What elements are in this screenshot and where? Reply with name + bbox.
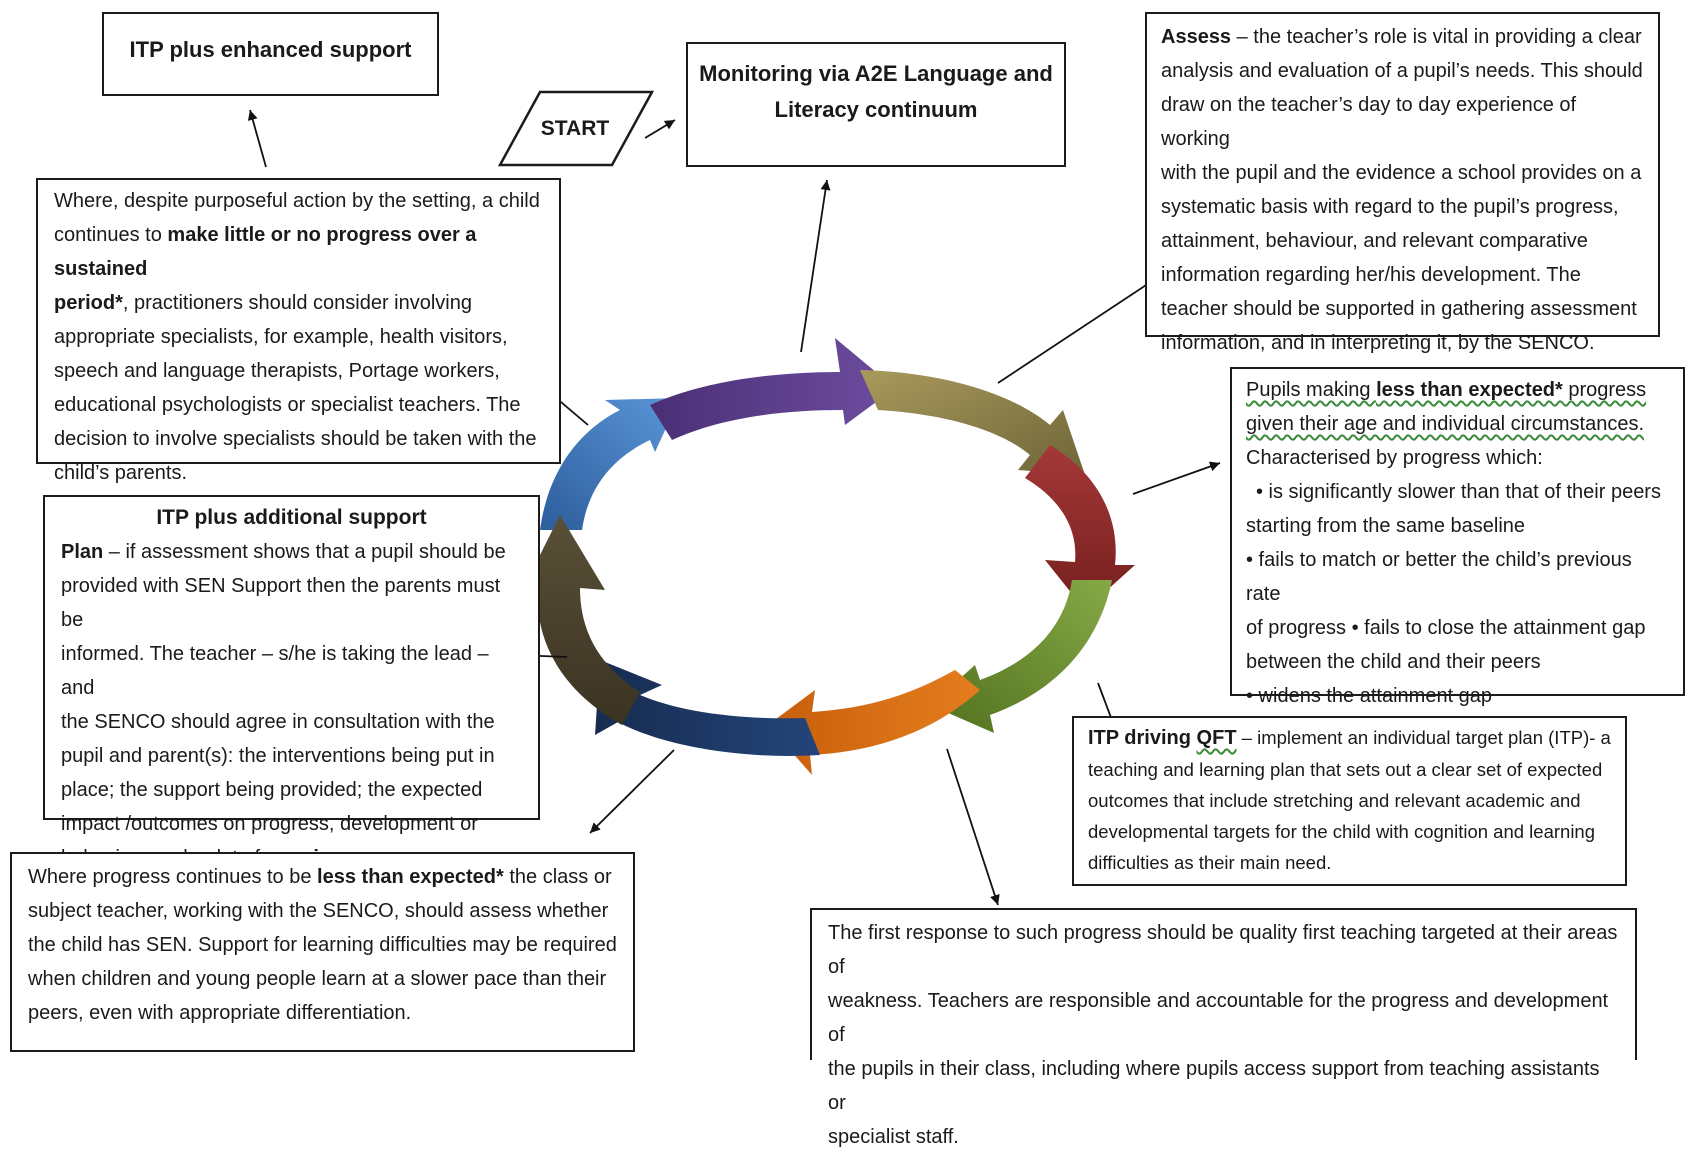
additional-line-2: provided with SEN Support then the paren… xyxy=(61,575,501,631)
itp-qft-line-5: difficulties as their main need. xyxy=(1088,852,1332,873)
arrow-to-pupils xyxy=(1132,461,1221,495)
specialists-line-7: decision to involve specialists should b… xyxy=(54,428,537,450)
assess-line-6: attainment, behaviour, and relevant comp… xyxy=(1161,230,1588,252)
pupils-box: Pupils making less than expected* progre… xyxy=(1230,367,1685,707)
cycle-arrow-purple xyxy=(650,338,895,440)
specialists-line-8: child’s parents. xyxy=(54,462,188,484)
pupils-line-5: starting from the same baseline xyxy=(1246,515,1526,537)
assess-line-1: Assess – the teacher’s role is vital in … xyxy=(1161,20,1644,54)
cycle-arrow-blue xyxy=(540,398,680,530)
first-response-line-1: The first response to such progress shou… xyxy=(828,922,1618,978)
assess-lead: Assess xyxy=(1161,26,1232,48)
plan-label: Plan xyxy=(61,541,104,563)
specialists-line-6: educational psychologists or specialist … xyxy=(54,394,521,416)
less-expected-line-2: subject teacher, working with the SENCO,… xyxy=(28,900,609,922)
arrow-to-monitoring xyxy=(800,179,831,353)
additional-line-3: informed. The teacher – s/he is taking t… xyxy=(61,643,489,699)
less-expected-line-5: peers, even with appropriate differentia… xyxy=(28,1002,412,1024)
pupils-line-3: Characterised by progress which: xyxy=(1246,447,1543,469)
assess-line-4: with the pupil and the evidence a school… xyxy=(1161,162,1642,184)
itp-qft-line-2: teaching and learning plan that sets out… xyxy=(1088,759,1603,780)
specialists-line-5: speech and language therapists, Portage … xyxy=(54,360,500,382)
specialists-line-4: appropriate specialists, for example, he… xyxy=(54,326,508,348)
less-expected-line-1a: Where progress continues to be xyxy=(28,866,318,888)
start-label: START xyxy=(540,117,610,140)
assess-box: Assess – the teacher’s role is vital in … xyxy=(1145,12,1660,354)
assess-line-5: systematic basis with regard to the pupi… xyxy=(1161,196,1619,218)
cycle-diagram xyxy=(247,90,1221,906)
specialists-line-2b: make little or no progress over a sustai… xyxy=(54,224,477,280)
assess-line-8: teacher should be supported in gathering… xyxy=(1161,298,1637,320)
specialists-line-3: period*, practitioners should consider i… xyxy=(54,286,543,320)
arrow-to-first-response xyxy=(946,748,1000,906)
additional-line-5: pupil and parent(s): the interventions b… xyxy=(61,745,495,767)
monitoring-title-line1: Monitoring via A2E Language and xyxy=(699,61,1053,86)
additional-support-box: ITP plus additional support Plan – if as… xyxy=(43,495,540,869)
assess-line-7: information regarding her/his developmen… xyxy=(1161,264,1581,286)
specialists-line-3a: period* xyxy=(54,292,123,314)
itp-driving-label: ITP driving xyxy=(1088,727,1197,749)
cycle-arrow-dark xyxy=(520,515,640,725)
cycle-arrow-green xyxy=(930,580,1112,733)
start-shape xyxy=(497,90,655,167)
pupils-line-4: • is significantly slower than that of t… xyxy=(1256,481,1661,503)
additional-line-7: impact /outcomes on progress, developmen… xyxy=(61,813,478,835)
pupils-line-1: Pupils making less than expected* progre… xyxy=(1246,373,1669,407)
specialists-line-1: Where, despite purposeful action by the … xyxy=(54,190,540,212)
first-response-line-2: weakness. Teachers are responsible and a… xyxy=(828,990,1609,1046)
arrow-to-enhanced xyxy=(247,109,267,168)
itp-qft-box: ITP driving QFT – implement an individua… xyxy=(1072,716,1627,886)
cycle-arrow-navy xyxy=(595,660,820,756)
specialists-line-2a: continues to xyxy=(54,224,168,246)
assess-line-1-text: – the teacher’s role is vital in providi… xyxy=(1231,26,1642,48)
specialists-line-2: continues to make little or no progress … xyxy=(54,218,543,286)
pupils-line-1a: Pupils making xyxy=(1246,379,1377,401)
additional-line-1-text: – if assessment shows that a pupil shoul… xyxy=(103,541,506,563)
additional-line-4: the SENCO should agree in consultation w… xyxy=(61,711,495,733)
itp-qft-line-4: developmental targets for the child with… xyxy=(1088,821,1596,842)
specialists-line-3b: , practitioners should consider involvin… xyxy=(122,292,472,314)
less-expected-line-1c: the class or xyxy=(503,866,612,888)
monitoring-title-line2: Literacy continuum xyxy=(774,97,978,122)
assess-line-2: analysis and evaluation of a pupil’s nee… xyxy=(1161,60,1643,82)
less-expected-line-1b: less than expected* xyxy=(317,866,504,888)
first-response-line-4: specialist staff. xyxy=(828,1126,959,1148)
cycle-arrow-olive xyxy=(860,370,1085,475)
pupils-line-7: of progress • fails to close the attainm… xyxy=(1246,617,1646,639)
itp-qft-line-3: outcomes that include stretching and rel… xyxy=(1088,790,1581,811)
arrow-to-less-expected xyxy=(589,749,675,834)
itp-qft-line-1: ITP driving QFT – implement an individua… xyxy=(1088,722,1611,754)
less-expected-line-4: when children and young people learn at … xyxy=(28,968,607,990)
pupils-line-9: • widens the attainment gap xyxy=(1246,685,1493,707)
less-expected-line-1: Where progress continues to be less than… xyxy=(28,860,617,894)
assess-line-3: draw on the teacher’s day to day experie… xyxy=(1161,94,1577,150)
pupils-line-6: • fails to match or better the child’s p… xyxy=(1246,549,1632,605)
first-response-line-3: the pupils in their class, including whe… xyxy=(828,1058,1600,1114)
itp-qft-line-1-text: – implement an individual target plan (I… xyxy=(1236,727,1611,748)
additional-support-title: ITP plus additional support xyxy=(156,506,427,529)
cycle-arrow-red xyxy=(1025,445,1135,610)
pupils-line-2: given their age and individual circumsta… xyxy=(1246,407,1669,441)
specialists-box: Where, despite purposeful action by the … xyxy=(36,178,561,484)
qft-label: QFT xyxy=(1196,727,1237,749)
assess-line-9: information, and in interpreting it, by … xyxy=(1161,332,1595,354)
pupils-line-2-text: given their age and individual circumsta… xyxy=(1246,413,1644,435)
first-response-box: The first response to such progress shou… xyxy=(810,908,1637,1148)
additional-line-1: Plan – if assessment shows that a pupil … xyxy=(61,535,522,569)
monitoring-box: Monitoring via A2E Language and Literacy… xyxy=(686,42,1066,167)
enhanced-support-title: ITP plus enhanced support xyxy=(129,37,412,62)
additional-line-6: place; the support being provided; the e… xyxy=(61,779,483,801)
arrow-start-to-monitoring xyxy=(644,119,676,139)
cycle-arrow-orange xyxy=(768,670,980,775)
pupils-line-1c: progress xyxy=(1562,379,1647,401)
cycle-arrows xyxy=(520,338,1135,775)
less-expected-line-3: the child has SEN. Support for learning … xyxy=(28,934,617,956)
pupils-line-8: between the child and their peers xyxy=(1246,651,1541,673)
pupils-line-1b: less than expected* xyxy=(1376,379,1563,401)
enhanced-support-box: ITP plus enhanced support xyxy=(102,12,439,96)
less-expected-box: Where progress continues to be less than… xyxy=(10,852,635,1052)
